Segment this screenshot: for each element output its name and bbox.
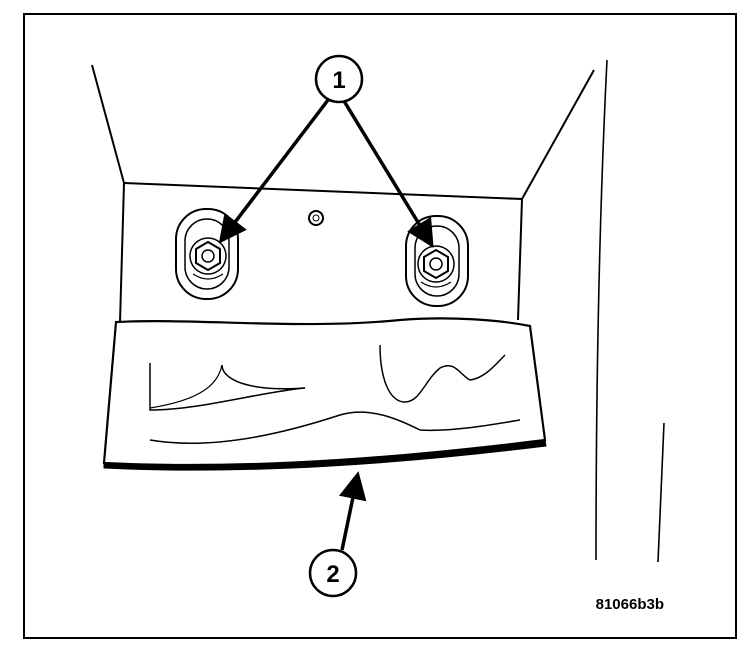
callout-1-label: 1 (332, 67, 345, 94)
callout-1-leader-right (342, 100, 434, 248)
callout-2: 2 (308, 471, 367, 598)
panel-cover (102, 317, 547, 471)
right-mounting-nut (405, 215, 469, 307)
callout-1-leader-left (218, 98, 330, 244)
left-mounting-nut (175, 208, 239, 300)
recess-walls (91, 59, 665, 563)
callout-1: 1 (218, 54, 434, 248)
callout-2-label: 2 (326, 561, 339, 588)
callout-2-circle (308, 548, 358, 598)
locating-hole (308, 210, 324, 226)
figure-code: 81066b3b (596, 596, 664, 613)
callout-2-leader (339, 471, 367, 551)
callout-1-circle (314, 54, 364, 104)
